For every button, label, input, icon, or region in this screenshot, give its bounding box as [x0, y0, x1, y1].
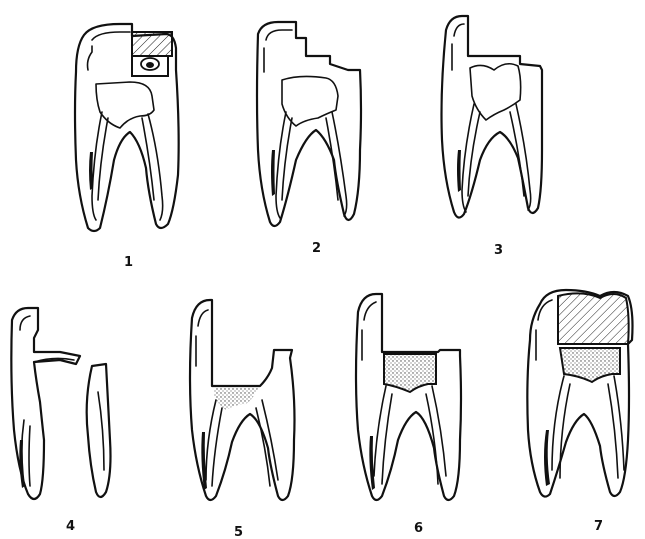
- figure-4-label: 4: [66, 519, 75, 534]
- tooth-figure-6: 6: [356, 294, 461, 536]
- tooth-figure-5: 5: [190, 300, 295, 539]
- figure-6-label: 6: [414, 521, 423, 536]
- figure-1-label: 1: [124, 255, 133, 270]
- figure-7-label: 7: [594, 519, 603, 534]
- tooth-figure-7: 7: [527, 290, 632, 534]
- tooth-figure-1: 1: [75, 24, 179, 270]
- figure-5-label: 5: [234, 525, 243, 539]
- figure-3-label: 3: [494, 243, 503, 258]
- tooth-figure-3: 3: [442, 16, 543, 258]
- tooth-figure-4: 4: [11, 308, 110, 534]
- figure-2-label: 2: [312, 241, 321, 256]
- tooth-figure-2: 2: [257, 22, 361, 256]
